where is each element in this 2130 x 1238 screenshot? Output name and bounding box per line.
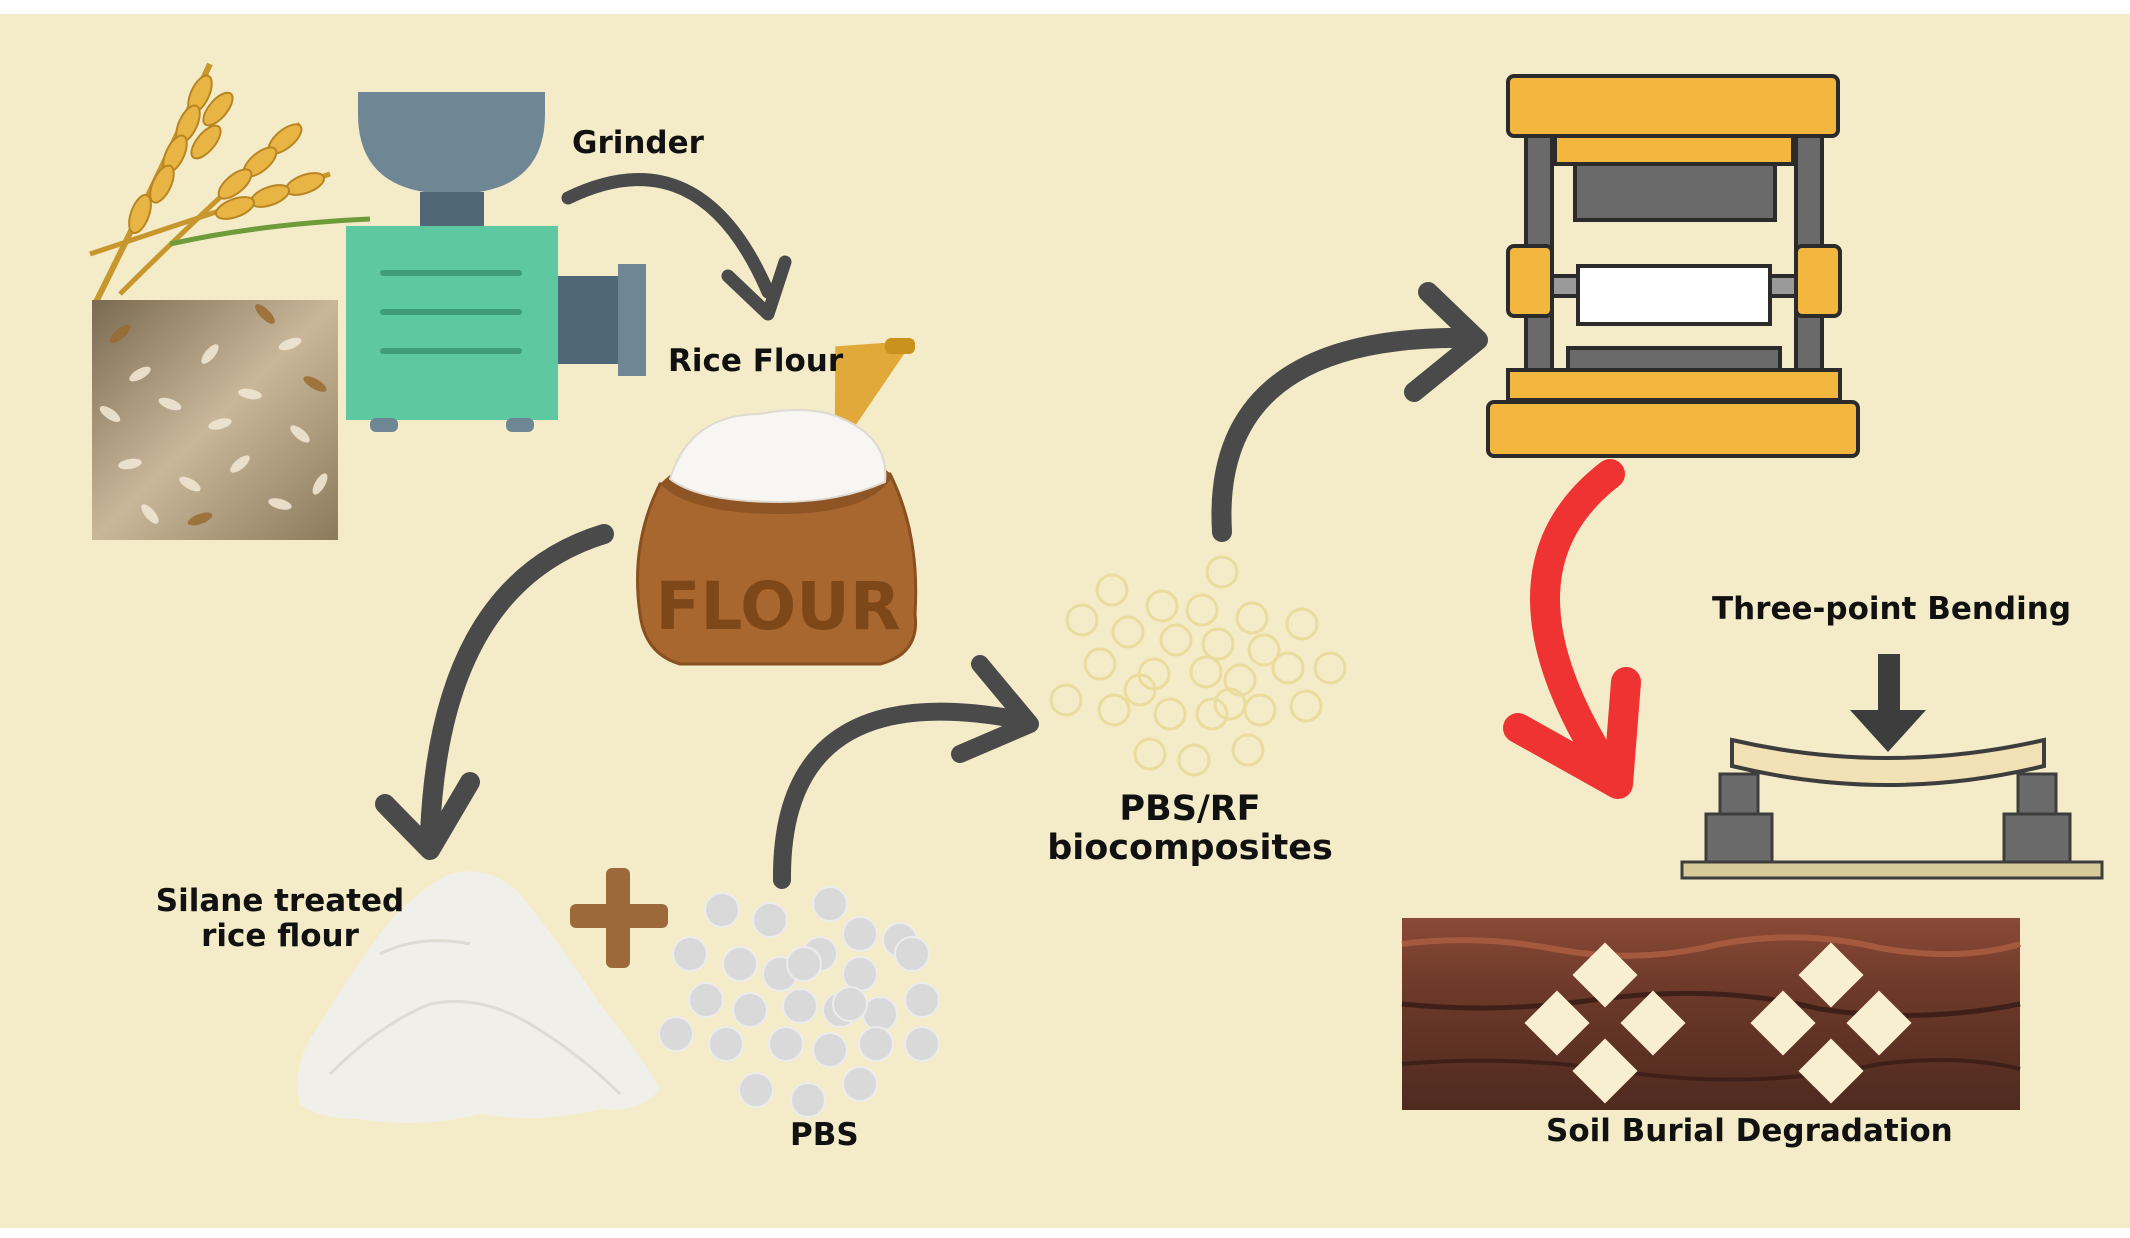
composite-pellet bbox=[1185, 593, 1219, 627]
composite-pellet bbox=[1235, 601, 1269, 635]
composite-pellet bbox=[1231, 733, 1265, 767]
diagram-canvas: FLOUR bbox=[0, 14, 2130, 1228]
composite-pellet bbox=[1223, 663, 1257, 697]
composite-pellet bbox=[1083, 647, 1117, 681]
composite-label-line2: biocomposites bbox=[1047, 828, 1333, 869]
pbs-pellet bbox=[738, 1072, 774, 1108]
silane-label: Silane treated rice flour bbox=[152, 884, 408, 953]
silane-label-line1: Silane treated bbox=[155, 883, 405, 919]
pbs-pellet bbox=[904, 982, 940, 1018]
pbs-pellet bbox=[688, 982, 724, 1018]
pbs-pellet bbox=[786, 946, 822, 982]
pbs-pellet bbox=[722, 946, 758, 982]
three-point-bending-icon bbox=[1680, 654, 2104, 880]
pbs-pellet bbox=[832, 986, 868, 1022]
composite-pellet bbox=[1201, 627, 1235, 661]
grinder-label: Grinder bbox=[572, 125, 704, 161]
arrow-pbs-to-composite bbox=[772, 655, 1039, 889]
composite-pellet bbox=[1243, 693, 1277, 727]
hot-press-icon bbox=[1486, 74, 1860, 458]
composite-pellet bbox=[1271, 651, 1305, 685]
composite-pellet bbox=[1195, 697, 1229, 731]
rice-flour-label: Rice Flour bbox=[668, 343, 844, 379]
pbs-label: PBS bbox=[790, 1117, 859, 1153]
pbs-pellet bbox=[732, 992, 768, 1028]
pbs-pellet bbox=[768, 1026, 804, 1062]
flour-pile-icon bbox=[297, 871, 660, 1123]
pbs-pellet bbox=[790, 1082, 826, 1118]
composite-pellet bbox=[1153, 697, 1187, 731]
pbs-pellet bbox=[842, 956, 878, 992]
composite-pellet bbox=[1285, 607, 1319, 641]
composite-pellet bbox=[1145, 589, 1179, 623]
composite-pellet bbox=[1049, 683, 1083, 717]
pbs-pellet bbox=[752, 902, 788, 938]
composite-pellets-icon bbox=[1049, 555, 1347, 777]
pbs-pellet bbox=[858, 1026, 894, 1062]
composite-pellet bbox=[1111, 615, 1145, 649]
flour-bag-icon: FLOUR bbox=[636, 338, 918, 666]
pbs-pellet bbox=[672, 936, 708, 972]
composite-pellet bbox=[1095, 573, 1129, 607]
composite-pellet bbox=[1123, 673, 1157, 707]
composite-pellet bbox=[1189, 655, 1223, 689]
composite-pellet bbox=[1205, 555, 1239, 589]
composite-pellet bbox=[1247, 633, 1281, 667]
flour-bag-text: FLOUR bbox=[655, 568, 900, 645]
arrow-composite-to-press bbox=[1211, 282, 1488, 542]
arrow-press-to-testing bbox=[1503, 459, 1641, 799]
pbs-pellet bbox=[704, 892, 740, 928]
composite-pellet bbox=[1133, 737, 1167, 771]
three-point-bending-label: Three-point Bending bbox=[1712, 591, 2072, 627]
pbs-pellet bbox=[708, 1026, 744, 1062]
grinder-icon bbox=[346, 92, 646, 432]
composite-pellet bbox=[1313, 651, 1347, 685]
pbs-pellet bbox=[812, 886, 848, 922]
wheat-icon bbox=[89, 62, 371, 306]
pbs-pellet bbox=[904, 1026, 940, 1062]
composite-pellet bbox=[1097, 693, 1131, 727]
pbs-pellets-icon bbox=[658, 886, 940, 1118]
soil-burial-icon bbox=[1401, 918, 2021, 1110]
pbs-pellet bbox=[894, 936, 930, 972]
pbs-pellet bbox=[842, 1066, 878, 1102]
pbs-pellet bbox=[862, 996, 898, 1032]
arrow-grinder-to-flour bbox=[561, 173, 792, 321]
pbs-pellet bbox=[812, 1032, 848, 1068]
composite-pellet bbox=[1177, 743, 1211, 777]
rice-grains-icon bbox=[92, 300, 338, 540]
pbs-pellet bbox=[842, 916, 878, 952]
composite-pellet bbox=[1159, 623, 1193, 657]
composite-pellet bbox=[1289, 689, 1323, 723]
arrow-flour-to-silane bbox=[375, 524, 614, 860]
composite-label: PBS/RF biocomposites bbox=[1020, 789, 1360, 869]
plus-icon bbox=[570, 868, 668, 968]
pbs-pellet bbox=[658, 1016, 694, 1052]
soil-burial-label: Soil Burial Degradation bbox=[1546, 1113, 1953, 1149]
pbs-pellet bbox=[782, 988, 818, 1024]
silane-label-line2: rice flour bbox=[201, 917, 359, 954]
process-diagram: FLOUR bbox=[89, 62, 2104, 1123]
composite-pellet bbox=[1213, 687, 1247, 721]
composite-label-line1: PBS/RF bbox=[1119, 789, 1261, 829]
composite-pellet bbox=[1065, 603, 1099, 637]
